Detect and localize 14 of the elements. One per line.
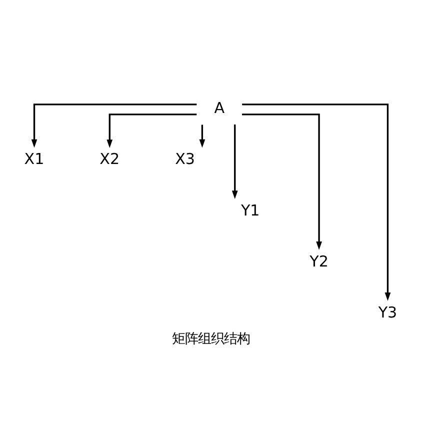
arrow [106,113,197,148]
node-text: Y3 [378,302,398,321]
arrow [242,103,391,300]
arrow [199,124,206,148]
arrow [242,113,322,250]
node-text: Y2 [310,252,328,270]
arrow [31,103,197,148]
arrow [232,124,238,198]
node-text: X1 [24,150,44,168]
caption: 矩阵组织结构 [172,331,250,346]
node-text: X3 [175,150,195,168]
node-text: Y1 [240,200,260,219]
node-text: X2 [100,150,120,168]
node-text: A [214,98,225,117]
